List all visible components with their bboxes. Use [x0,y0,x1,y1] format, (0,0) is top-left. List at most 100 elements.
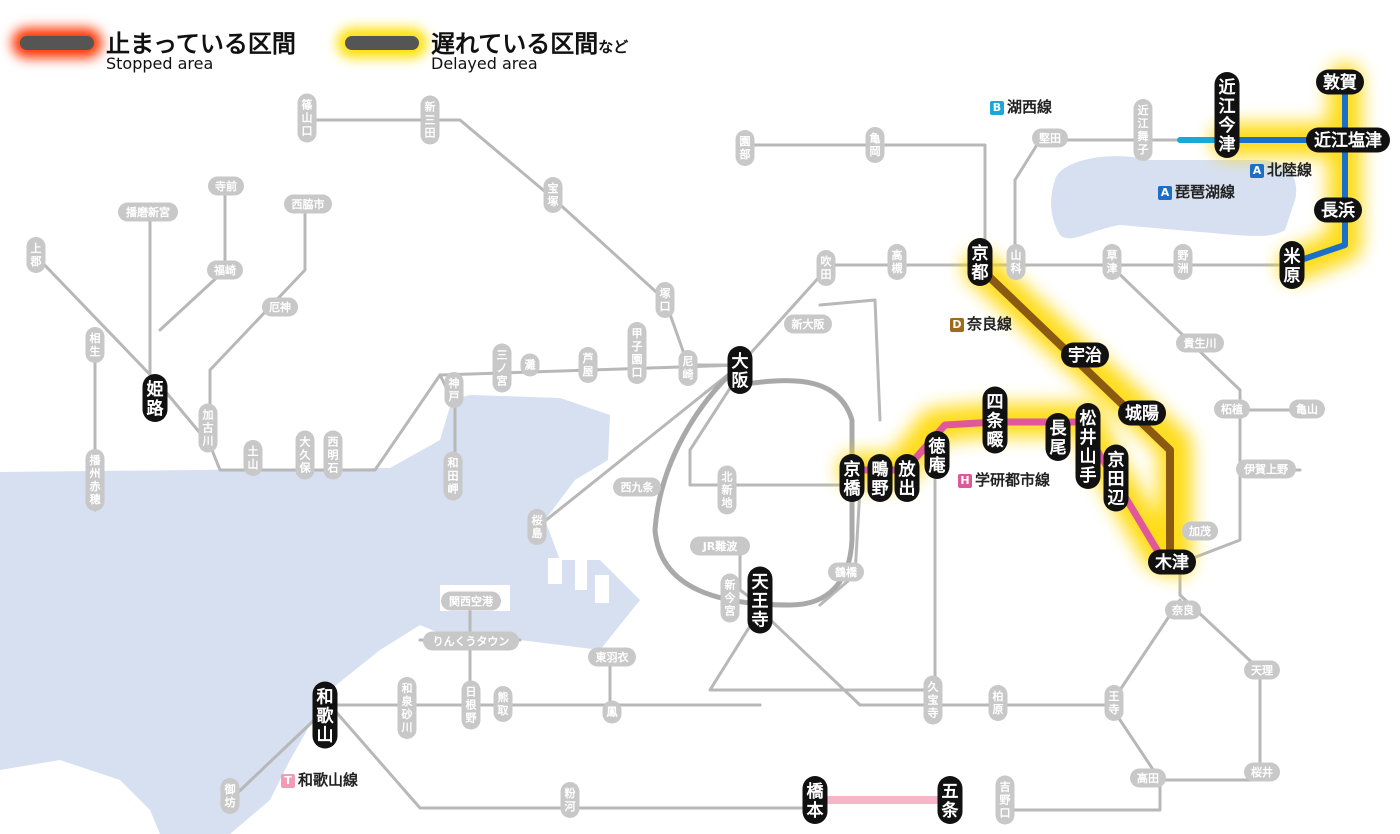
station-kakogawa[interactable]: 加古川 [198,403,218,453]
station-marker [735,130,755,166]
station-nada[interactable]: 灘 [520,353,540,377]
station-otori[interactable]: 鳳 [602,700,622,724]
station-marker [323,430,343,480]
station-nagahama[interactable]: 長浜 [1314,197,1362,223]
station-wadamisaki[interactable]: 和田岬 [443,451,463,501]
line-badge-gakkentoshi: H [958,474,972,488]
station-label: 長尾 [1050,419,1068,458]
station-amagasaki[interactable]: 尼崎 [678,350,698,386]
station-yamashina[interactable]: 山科 [1006,244,1026,280]
station-omimaiko[interactable]: 近江舞子 [1133,99,1153,161]
station-sakurajima[interactable]: 桜島 [527,509,547,545]
station-shinsanda[interactable]: 新三田 [420,95,440,145]
station-sasayamaguchi[interactable]: 篠山口 [297,93,317,143]
station-hineno[interactable]: 日根野 [461,680,481,730]
station-yashiro[interactable]: 厄神 [262,297,298,317]
station-kokawa[interactable]: 粉河 [560,782,580,818]
station-tsuge[interactable]: 柘植 [1214,399,1250,419]
station-kashiwara[interactable]: 柏原 [988,685,1008,721]
station-ashiya[interactable]: 芦屋 [578,347,598,383]
station-harimashingu[interactable]: 播磨新宮 [118,202,178,222]
station-nishikujo[interactable]: 西九条 [613,477,661,497]
station-oji[interactable]: 王寺 [1104,685,1124,721]
station-sannomiya[interactable]: 三ノ宮 [492,343,512,393]
station-gobo[interactable]: 御坊 [220,778,240,814]
station-kansaiairport[interactable]: 関西空港 [441,591,501,611]
station-izumisunagawa[interactable]: 和泉砂川 [397,677,417,739]
station-tennoji[interactable]: 天王寺 [747,566,773,634]
station-yasu[interactable]: 野洲 [1173,244,1193,280]
line-name-gakkentoshi: 学研都市線 [975,471,1051,489]
station-sakurai[interactable]: 桜井 [1244,762,1280,782]
station-takarazuka[interactable]: 宝塚 [543,177,563,213]
station-takatsuki[interactable]: 高槻 [887,244,907,280]
station-label: 城陽 [1125,404,1159,424]
station-kusatsu[interactable]: 草津 [1102,244,1122,280]
station-koshienguchi[interactable]: 甲子園口 [627,322,647,384]
station-maibara[interactable]: 米原 [1279,241,1305,289]
station-label: 天王寺 [752,573,770,631]
station-kobe[interactable]: 神戸 [444,372,464,408]
station-doyama[interactable]: 土山 [243,440,263,476]
station-fukusaki[interactable]: 福崎 [207,260,243,280]
station-wakayama[interactable]: 和歌山 [312,681,338,749]
station-teramae[interactable]: 寺前 [208,176,244,196]
station-kizu[interactable]: 木津 [1148,549,1196,575]
station-shinimamiya[interactable]: 新今宮 [720,573,740,623]
station-shinosaka[interactable]: 新大阪 [784,314,832,334]
station-himeji[interactable]: 姫路 [142,374,168,422]
station-nara[interactable]: 奈良 [1165,600,1201,620]
station-shijonawate[interactable]: 四条畷 [982,386,1008,454]
station-omishiotsu[interactable]: 近江塩津 [1306,127,1390,153]
station-kitashinchi[interactable]: 北新地 [717,465,737,515]
station-osaka[interactable]: 大阪 [727,346,753,394]
station-tsuruhashi[interactable]: 鶴橋 [828,562,864,582]
station-suita[interactable]: 吹田 [816,250,836,286]
station-kamigori[interactable]: 上郡 [26,237,46,273]
station-banshuako[interactable]: 播州赤穂 [85,449,105,511]
station-nishiwakishi[interactable]: 西脇市 [284,194,332,214]
station-kyuhoji[interactable]: 久宝寺 [923,675,943,725]
station-label: 新今宮 [724,578,737,618]
station-hanaten[interactable]: 放出 [894,454,920,502]
station-kamo[interactable]: 加茂 [1182,521,1218,541]
station-jrnamba[interactable]: JR難波 [690,536,750,556]
station-tsuruga[interactable]: 敦賀 [1316,69,1364,95]
station-higashihagoromo[interactable]: 東羽衣 [588,647,636,667]
station-tenri[interactable]: 天理 [1244,660,1280,680]
station-kibukawa[interactable]: 貴生川 [1176,333,1224,353]
station-tsukaguchi[interactable]: 塚口 [655,282,675,318]
station-kyoto[interactable]: 京都 [967,238,993,286]
station-okubo[interactable]: 大久保 [295,430,315,480]
station-joyo[interactable]: 城陽 [1118,400,1166,426]
station-shigino[interactable]: 鴫野 [867,454,893,502]
station-sonobe[interactable]: 園部 [735,130,755,166]
station-matsuiyamate[interactable]: 松井山手 [1075,403,1101,489]
station-katata[interactable]: 堅田 [1032,128,1068,148]
legend-delayed-suffix: など [598,38,629,56]
station-nagao[interactable]: 長尾 [1045,413,1071,461]
station-rinku[interactable]: りんくうタウン [423,631,519,651]
station-kameyama[interactable]: 亀山 [1289,399,1325,419]
station-takada[interactable]: 高田 [1130,768,1166,788]
station-tokuan[interactable]: 徳庵 [924,431,950,479]
station-iga[interactable]: 伊賀上野 [1236,459,1296,479]
station-hashimoto[interactable]: 橋本 [802,776,828,824]
station-marker [784,314,832,334]
station-kameoka[interactable]: 亀岡 [865,127,885,163]
station-yoshinoguchi[interactable]: 吉野口 [995,775,1015,825]
station-kumatori[interactable]: 熊取 [493,686,513,722]
station-uji[interactable]: 宇治 [1061,342,1109,368]
station-aioi[interactable]: 相生 [85,327,105,363]
station-omiimazu[interactable]: 近江今津 [1214,72,1240,158]
station-kyotanabe[interactable]: 京田辺 [1103,444,1129,512]
station-nishiakashi[interactable]: 西明石 [323,430,343,480]
station-gojo[interactable]: 五条 [937,776,963,824]
station-kyobashi[interactable]: 京橋 [839,454,865,502]
